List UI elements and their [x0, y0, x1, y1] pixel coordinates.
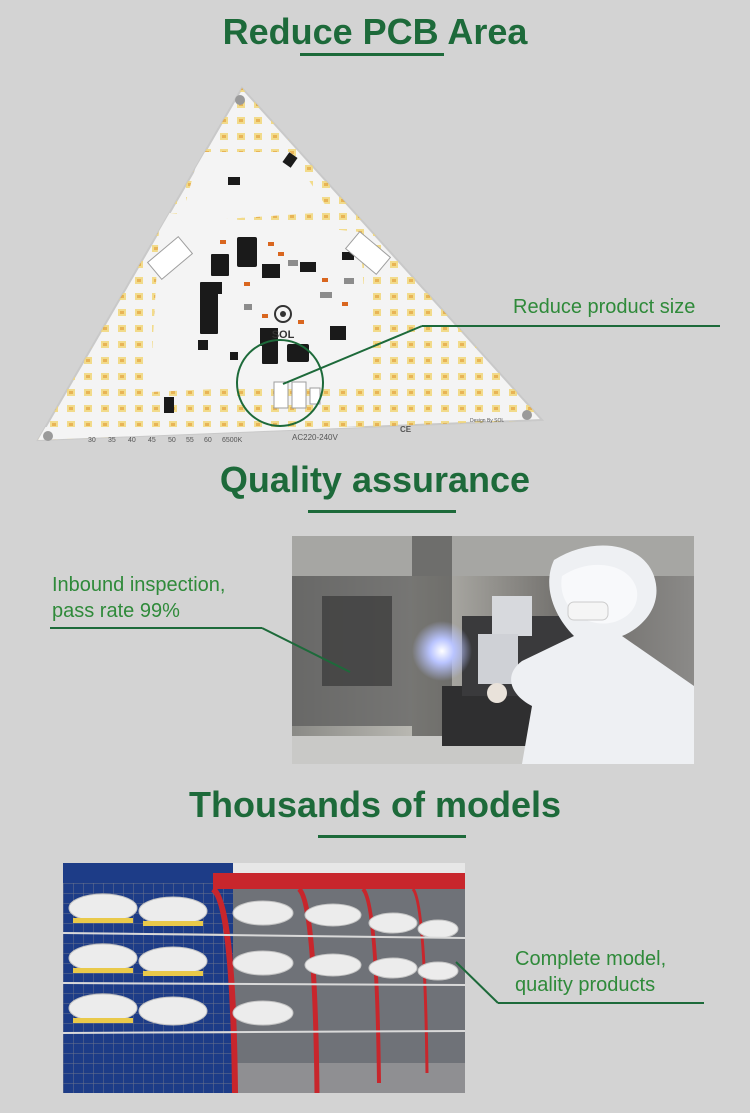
mounting-hole [522, 410, 532, 420]
pcb-scale-label: 60 [204, 437, 212, 444]
models-callout-line2: quality products [515, 974, 656, 996]
pcb-scale-label: 40 [128, 437, 136, 444]
pcb-board-illustration: SOL 30 35 40 45 50 55 60 6500K AC220-240… [36, 86, 545, 444]
models-section-title: Thousands of models [188, 784, 562, 825]
pcb-scale-label: 45 [148, 437, 156, 444]
pcb-callout-text: Reduce product size [513, 296, 696, 318]
quality-section-title: Quality assurance [219, 459, 531, 500]
pcb-title-underline [300, 53, 444, 56]
pcb-scale-label: 30 [88, 437, 96, 444]
inspection-photo [292, 536, 694, 764]
pcb-ce-mark: CE [400, 425, 412, 434]
pcb-scale-label: 50 [168, 437, 176, 444]
models-callout-line1: Complete model, [515, 948, 667, 970]
pcb-brand-logo: SOL [272, 329, 295, 341]
pcb-scale-label: 35 [108, 437, 116, 444]
quality-callout-line2: pass rate 99% [52, 600, 180, 622]
models-callout-text: Complete model, quality products [515, 946, 666, 998]
pcb-design-credit: Design By SOL [470, 418, 504, 424]
models-title-underline [318, 835, 466, 838]
quality-callout-line1: Inbound inspection, [52, 574, 226, 596]
quality-callout-text: Inbound inspection, pass rate 99% [52, 572, 225, 624]
pcb-scale-label: 55 [186, 437, 194, 444]
pcb-section-title: Reduce PCB Area [222, 11, 528, 52]
mounting-hole [43, 431, 53, 441]
pcb-scale-label: 6500K [222, 437, 243, 444]
pcb-voltage-label: AC220-240V [292, 433, 338, 442]
quality-title-underline [308, 510, 456, 513]
mounting-hole [235, 95, 245, 105]
warehouse-rack-photo [63, 863, 465, 1093]
